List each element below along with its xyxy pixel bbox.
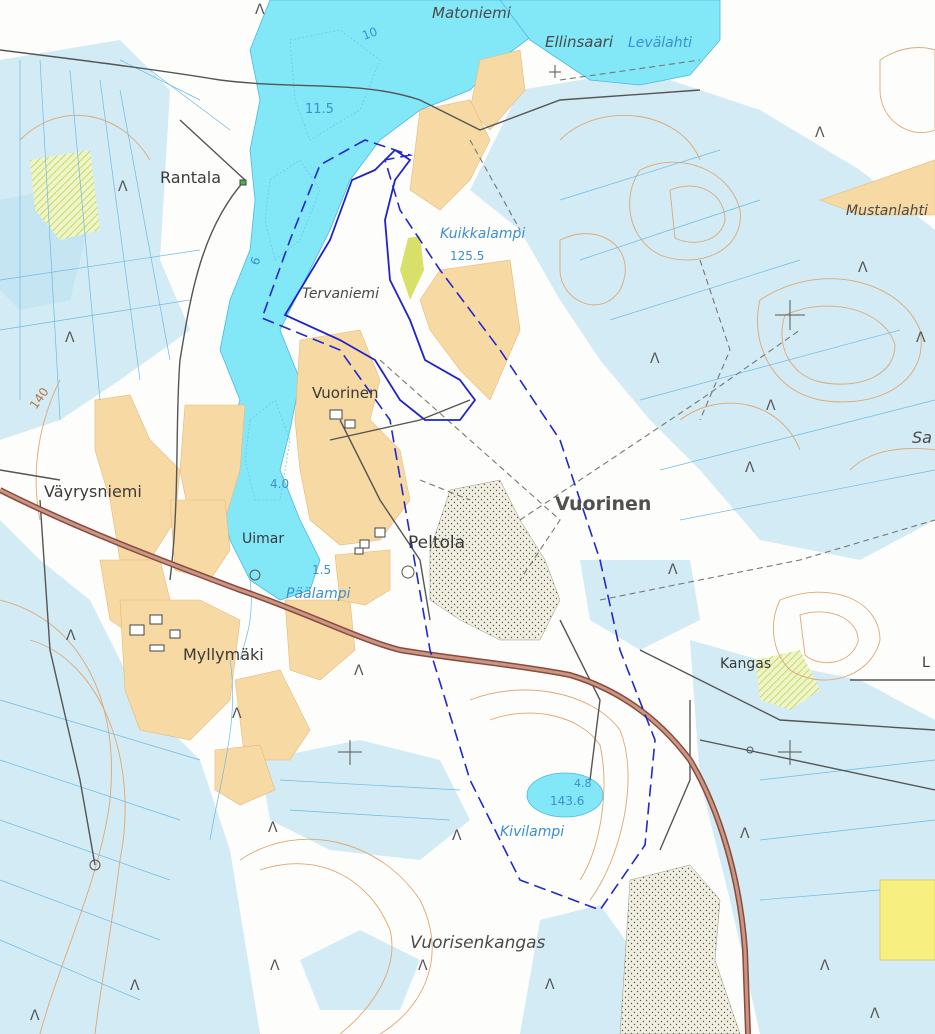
label-rantala: Rantala: [160, 168, 221, 187]
svg-text:Λ: Λ: [118, 179, 128, 195]
label-depth-1-5: 1.5: [312, 563, 331, 577]
svg-text:Λ: Λ: [745, 460, 755, 476]
sand-area-south: [619, 864, 741, 1034]
label-vuorinen: Vuorinen: [555, 493, 651, 515]
label-sa: Sa: [912, 428, 932, 447]
local-roads: [0, 49, 935, 866]
label-levalahti: Levälahti: [628, 35, 692, 51]
label-peltola: Peltola: [408, 533, 465, 553]
label-uimaranta: Uimar: [242, 531, 284, 547]
svg-text:Λ: Λ: [916, 330, 926, 346]
svg-text:Λ: Λ: [418, 958, 428, 974]
label-depth-6: 6: [248, 255, 264, 267]
map-symbols: [89, 65, 805, 871]
svg-text:Λ: Λ: [820, 958, 830, 974]
svg-text:Λ: Λ: [815, 125, 825, 141]
label-paalampi: Päälampi: [286, 586, 351, 602]
label-kivi-elev: 143.6: [550, 794, 584, 808]
label-kuikkalampi: Kuikkalampi: [440, 226, 525, 242]
svg-text:Λ: Λ: [858, 260, 868, 276]
label-l-edge: L: [922, 655, 930, 671]
label-depth-10: 10: [360, 24, 379, 42]
svg-text:Λ: Λ: [255, 2, 265, 18]
svg-text:Λ: Λ: [650, 351, 660, 367]
label-ellinsaari: Ellinsaari: [545, 33, 614, 51]
main-road: [0, 487, 751, 1034]
forest-symbols: Λ Λ Λ Λ Λ Λ Λ Λ Λ Λ Λ Λ Λ Λ Λ Λ Λ Λ Λ Λ …: [30, 2, 926, 1024]
buildings: [129, 179, 386, 652]
label-kangas: Kangas: [720, 656, 771, 672]
label-vuorinen-small: Vuorinen: [312, 384, 379, 402]
label-vuorisenkangas: Vuorisenkangas: [410, 933, 546, 953]
svg-text:Λ: Λ: [870, 1006, 880, 1022]
label-kivilampi: Kivilampi: [500, 824, 564, 840]
label-kivi-depth: 4.8: [574, 777, 592, 790]
svg-text:Λ: Λ: [668, 562, 678, 578]
label-kuikka-elev: 125.5: [450, 249, 484, 263]
svg-text:Λ: Λ: [232, 706, 242, 722]
svg-text:Λ: Λ: [130, 978, 140, 994]
svg-text:Λ: Λ: [66, 628, 76, 644]
label-tervaniemi: Tervaniemi: [302, 286, 379, 302]
tracks: [379, 59, 935, 601]
svg-text:Λ: Λ: [354, 663, 364, 679]
label-vayrysniemi: Väyrysniemi: [44, 482, 142, 501]
hatched-area-nw: [30, 150, 100, 240]
label-depth-11-5: 11.5: [305, 102, 334, 117]
map-labels: Matoniemi Ellinsaari Levälahti Rantala K…: [27, 4, 932, 953]
svg-text:Λ: Λ: [545, 977, 555, 993]
label-mustanlahti: Mustanlahti: [846, 203, 928, 219]
svg-text:Λ: Λ: [766, 398, 776, 414]
label-depth-4-0: 4.0: [270, 477, 289, 491]
wetland-areas: [0, 40, 935, 1034]
label-myllymaki: Myllymäki: [183, 645, 264, 664]
yellow-area: [879, 879, 935, 961]
label-matoniemi: Matoniemi: [432, 4, 512, 22]
svg-text:Λ: Λ: [270, 958, 280, 974]
lake-water: [219, 0, 721, 818]
hatched-area-east: [755, 650, 820, 710]
depth-contours: [244, 29, 381, 501]
ditches: [0, 59, 935, 1001]
svg-text:Λ: Λ: [740, 826, 750, 842]
svg-text:Λ: Λ: [268, 820, 278, 836]
fields: [94, 49, 935, 806]
svg-text:Λ: Λ: [65, 330, 75, 346]
sand-area-north: [429, 479, 561, 641]
svg-text:Λ: Λ: [452, 828, 462, 844]
area-boundary-dashed[interactable]: [260, 139, 656, 911]
area-boundary-solid[interactable]: [283, 148, 477, 421]
svg-text:Λ: Λ: [30, 1008, 40, 1024]
contour-lines: [0, 47, 935, 1034]
